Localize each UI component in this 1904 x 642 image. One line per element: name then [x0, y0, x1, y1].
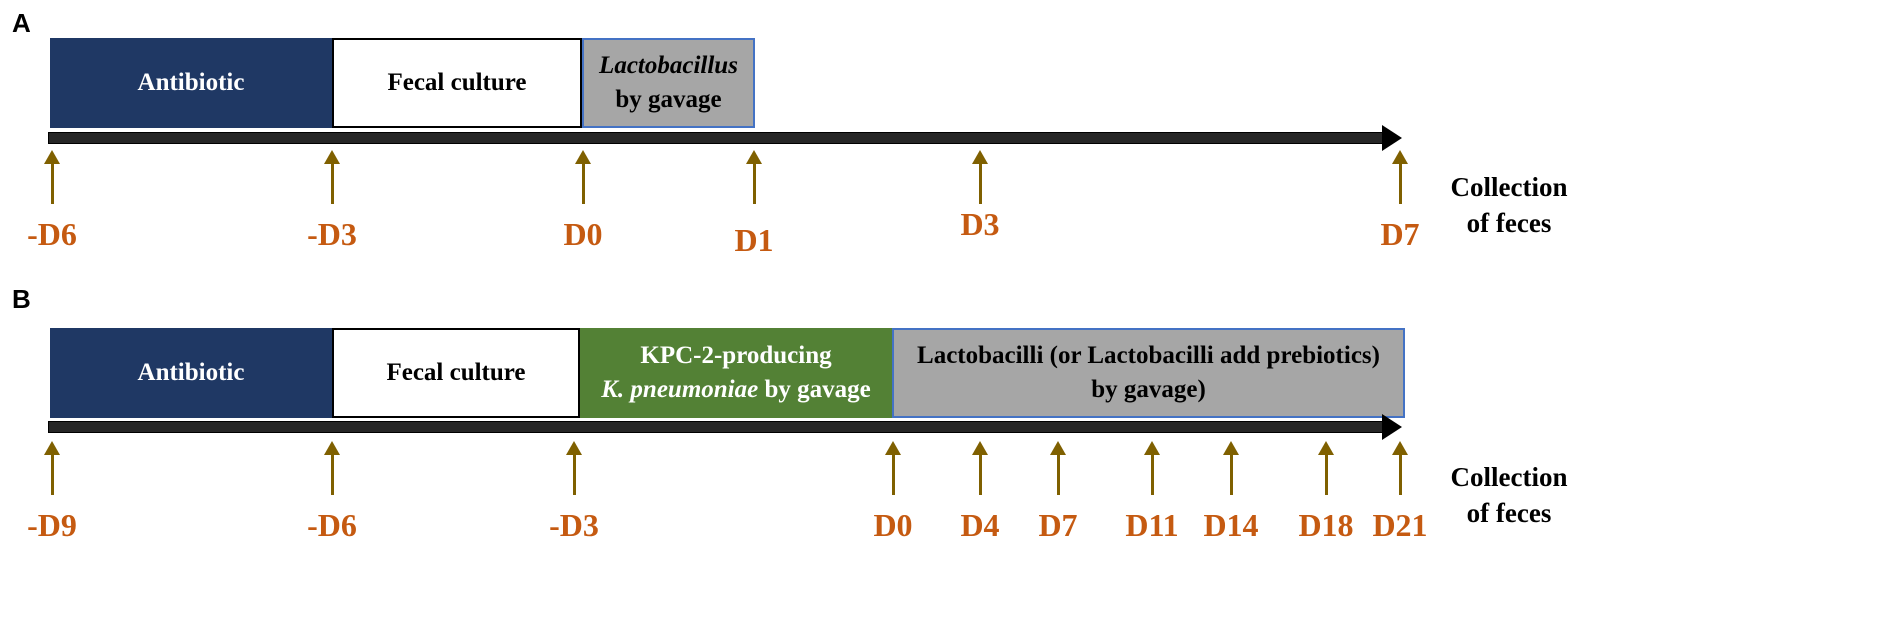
day-label: -D9: [27, 507, 77, 543]
panel-label-b: B: [12, 284, 31, 314]
collection-label-b: Collection of feces: [1424, 460, 1594, 531]
collection-label-a: Collection of feces: [1424, 170, 1594, 241]
day-label: -D6: [27, 216, 77, 252]
collection-line: of feces: [1466, 207, 1552, 238]
day-label: D14: [1203, 507, 1259, 543]
stage-label: Fecal culture: [387, 69, 527, 97]
day-label: D7: [1038, 507, 1078, 543]
stage-antibiotic-b: Antibiotic: [50, 328, 332, 418]
day-label: D21: [1372, 507, 1428, 543]
stage-label: by gavage: [615, 86, 722, 113]
stage-antibiotic-a: Antibiotic: [50, 38, 332, 128]
timeline-arrow-b: [48, 414, 1402, 440]
collection-line: of feces: [1466, 497, 1552, 528]
day-label: -D6: [307, 507, 357, 543]
day-label: -D3: [549, 507, 599, 543]
collection-line: Collection: [1450, 172, 1568, 202]
day-label: D11: [1125, 507, 1179, 543]
day-label: D0: [563, 216, 603, 252]
day-label: D0: [873, 507, 913, 543]
stage-lactobacilli-gavage-b: Lactobacilli (or Lactobacilli add prebio…: [892, 328, 1405, 418]
stage-fecal-culture-a: Fecal culture: [332, 38, 582, 128]
panel-label-a: A: [12, 8, 31, 38]
stage-label: Antibiotic: [137, 359, 245, 387]
stage-label: by gavage): [1091, 376, 1206, 403]
day-label: -D3: [307, 216, 357, 252]
stage-label: KPC-2-producing: [640, 342, 832, 370]
day-label: D1: [734, 222, 774, 258]
day-label: D4: [960, 507, 1000, 543]
timeline-arrow-a: [48, 125, 1402, 151]
stage-lactobacillus-gavage-a: Lactobacillus by gavage: [582, 38, 755, 128]
collection-line: Collection: [1450, 462, 1568, 492]
stage-label: Antibiotic: [137, 69, 245, 97]
day-label: D3: [960, 206, 1000, 242]
day-label: D18: [1298, 507, 1354, 543]
stage-label: by gavage: [758, 376, 871, 403]
stage-label-italic: Lactobacillus: [599, 52, 738, 80]
day-label: D7: [1380, 216, 1420, 252]
stage-label-italic: K. pneumoniae: [601, 376, 759, 403]
stage-kpc2-gavage-b: KPC-2-producing K. pneumoniae by gavage: [580, 328, 892, 418]
stage-fecal-culture-b: Fecal culture: [332, 328, 580, 418]
stage-label: Fecal culture: [386, 359, 526, 387]
stage-label: Lactobacilli (or Lactobacilli add prebio…: [917, 342, 1380, 370]
